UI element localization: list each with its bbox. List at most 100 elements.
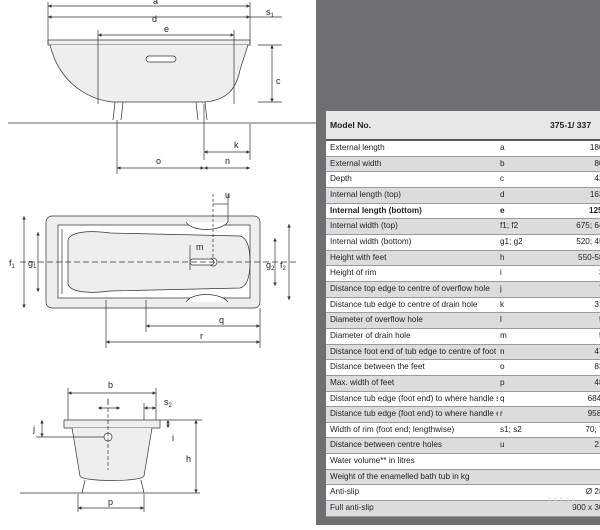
spec-value: 430 mm xyxy=(522,171,600,188)
spec-symbol: j xyxy=(498,281,522,298)
spec-label: Height with feet xyxy=(326,250,498,267)
spec-symbol: n xyxy=(498,344,522,361)
spec-row: Distance between centre holesu216 mm xyxy=(326,437,600,455)
side-view xyxy=(8,2,316,174)
spec-symbol xyxy=(498,453,522,470)
spec-label: Full anti-slip xyxy=(326,500,498,517)
spec-value: Ø 288 mm xyxy=(522,484,600,502)
dim-label-l: l xyxy=(107,397,109,407)
spec-label: Distance top edge to centre of overflow … xyxy=(326,281,498,298)
dim-label-j: j xyxy=(32,424,35,434)
spec-label: Depth xyxy=(326,171,498,188)
spec-row: Max. width of feetp480 mm xyxy=(326,375,600,392)
spec-row: Distance tub edge (foot end) to where ha… xyxy=(326,406,600,423)
spec-symbol: a xyxy=(498,140,522,157)
spec-symbol: i xyxy=(498,265,522,282)
model-no-value: 375-1/ 337 xyxy=(522,111,600,141)
spec-value: 675; 640 mm xyxy=(522,218,600,235)
spec-row: Full anti-slip 900 x 300 mm xyxy=(326,500,600,517)
dim-label-p: p xyxy=(108,497,113,507)
spec-value: 310 mm xyxy=(522,297,600,314)
dim-label-f1: f1 xyxy=(9,258,16,270)
spec-row: Diameter of overflow holel52 mm xyxy=(326,312,600,329)
spec-row: Distance top edge to centre of overflow … xyxy=(326,281,600,298)
spec-row: Width of rim (foot end; lengthwise)s1; s… xyxy=(326,422,600,439)
spec-value: 1250 mm xyxy=(522,203,600,220)
model-no-label: Model No. xyxy=(326,111,498,141)
dim-label-c: c xyxy=(276,76,281,86)
spec-value: 75 mm xyxy=(522,281,600,298)
spec-value: 1800 mm xyxy=(522,140,600,157)
spec-symbol: k xyxy=(498,297,522,314)
spec-label: External length xyxy=(326,140,498,157)
spec-row: Distance tub edge (foot end) to where ha… xyxy=(326,391,600,408)
spec-symbol xyxy=(498,484,522,502)
spec-row: Depthc430 mm xyxy=(326,171,600,188)
spec-symbol: h xyxy=(498,250,522,267)
spec-value: 55 xyxy=(522,469,600,486)
spec-row: Weight of the enamelled bath tub in kg 55 xyxy=(326,469,600,486)
spec-row: Water volume** in litres150 xyxy=(326,453,600,470)
dim-label-r: r xyxy=(200,331,203,341)
spec-symbol: f1; f2 xyxy=(498,218,522,235)
spec-header-row: Model No. 375-1/ 337 xyxy=(326,111,600,141)
spec-label: Diameter of overflow hole xyxy=(326,312,498,329)
spec-symbol: m xyxy=(498,328,522,345)
spec-symbol: d xyxy=(498,187,522,204)
spec-value: 150 xyxy=(522,453,600,470)
dim-label-n: n xyxy=(225,156,230,166)
spec-label: Weight of the enamelled bath tub in kg xyxy=(326,469,498,486)
top-view xyxy=(20,194,296,348)
spec-label: External width xyxy=(326,156,498,173)
spec-row: Distance foot end of tub edge to centre … xyxy=(326,344,600,361)
dim-label-u: u xyxy=(225,190,230,200)
spec-symbol: p xyxy=(498,375,522,392)
dim-label-g1: g1 xyxy=(28,258,37,270)
spec-value: 1630 mm xyxy=(522,187,600,204)
spec-value: 830 mm xyxy=(522,359,600,376)
spec-row: Distance tub edge to centre of drain hol… xyxy=(326,297,600,314)
spec-label: Distance between the feet xyxy=(326,359,498,376)
spec-row: Diameter of drain holem52 mm xyxy=(326,328,600,345)
spec-value: 52 mm xyxy=(522,312,600,329)
dim-label-a: a xyxy=(153,0,158,6)
spec-label: Height of rim xyxy=(326,265,498,282)
spec-row: Internal length (top)d1630 mm xyxy=(326,187,600,204)
spec-symbol: q xyxy=(498,391,522,408)
spec-symbol: r xyxy=(498,406,522,423)
spec-label: Internal length (bottom) xyxy=(326,203,498,220)
spec-symbol: c xyxy=(498,171,522,188)
spec-row: External widthb800 mm xyxy=(326,156,600,173)
spec-symbol xyxy=(498,469,522,486)
spec-value: 32 mm xyxy=(522,265,600,282)
spec-label: Width of rim (foot end; lengthwise) xyxy=(326,422,498,439)
spec-value: 900 x 300 mm xyxy=(522,500,600,517)
spec-symbol: g1; g2 xyxy=(498,234,522,251)
spec-value: 800 mm xyxy=(522,156,600,173)
spec-symbol: o xyxy=(498,359,522,376)
spec-value: 684,5 mm xyxy=(522,391,600,408)
spec-symbol: b xyxy=(498,156,522,173)
dim-label-k: k xyxy=(234,140,239,150)
dim-label-b: b xyxy=(108,380,113,390)
spec-symbol xyxy=(498,500,522,517)
spec-label: Distance tub edge (foot end) to where ha… xyxy=(326,391,498,408)
spec-label: Distance between centre holes xyxy=(326,437,498,455)
spec-symbol: e xyxy=(498,203,522,220)
spec-label: Internal length (top) xyxy=(326,187,498,204)
spec-symbol: l xyxy=(498,312,522,329)
technical-drawings: a d s1 e c k o n u m f1 g1 g2 f2 q r b l… xyxy=(8,0,316,512)
dim-label-i: i xyxy=(172,433,174,443)
spec-value: 520; 450 mm xyxy=(522,234,600,251)
spec-row: Height of rimi32 mm xyxy=(326,265,600,282)
dim-label-m: m xyxy=(196,242,204,252)
spec-value: 52 mm xyxy=(522,328,600,345)
spec-label: Internal width (top) xyxy=(326,218,498,235)
spec-table: Model No. 375-1/ 337 External lengtha180… xyxy=(326,111,600,517)
spec-value: 470 mm xyxy=(522,344,600,361)
end-view xyxy=(20,388,202,512)
